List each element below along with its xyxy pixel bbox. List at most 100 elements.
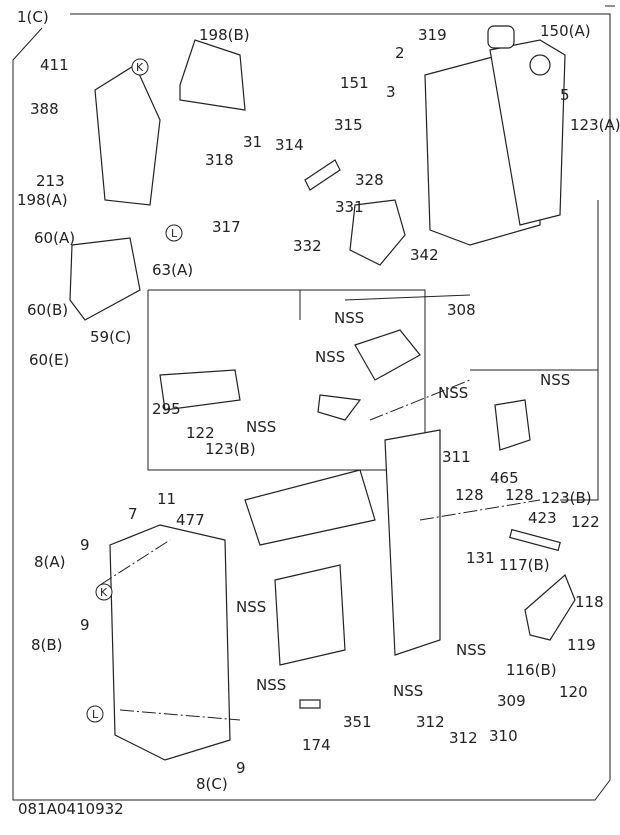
part-label: 9	[236, 759, 246, 777]
part-label: 8(C)	[196, 775, 228, 793]
part-label: 314	[275, 136, 304, 154]
part-label: 318	[205, 151, 234, 169]
spring-314	[304, 159, 341, 191]
harness-308	[354, 329, 421, 381]
part-label: 411	[40, 56, 69, 74]
part-label: 131	[466, 549, 495, 567]
part-label: 31	[243, 133, 262, 151]
bolt-174	[299, 699, 321, 709]
fitting-319	[487, 25, 515, 49]
parts	[69, 25, 576, 761]
callout-k-top: K	[131, 58, 149, 76]
part-label: 423	[528, 509, 557, 527]
part-label: NSS	[236, 598, 266, 616]
part-label: 116(B)	[506, 661, 557, 679]
svg-text:L: L	[171, 227, 178, 240]
part-label: 198(A)	[17, 191, 68, 209]
part-label: 311	[442, 448, 471, 466]
part-label: NSS	[246, 418, 276, 436]
part-label: NSS	[540, 371, 570, 389]
part-label: 120	[559, 683, 588, 701]
plate-gasket	[384, 429, 441, 656]
gasket-5	[489, 39, 566, 226]
part-label: 123(B)	[541, 489, 592, 507]
part-label: NSS	[315, 348, 345, 366]
part-label: 465	[490, 469, 519, 487]
part-label: 128	[505, 486, 534, 504]
part-label: 11	[157, 490, 176, 508]
diagram-id: 081A0410932	[18, 800, 124, 818]
part-label: 8(B)	[31, 636, 63, 654]
part-label: 8(A)	[34, 553, 66, 571]
part-label: 332	[293, 237, 322, 255]
part-label: 63(A)	[152, 261, 193, 279]
part-label: 388	[30, 100, 59, 118]
part-label: 9	[80, 536, 90, 554]
svg-text:K: K	[100, 586, 108, 599]
part-label: 60(A)	[34, 229, 75, 247]
svg-text:K: K	[136, 61, 144, 74]
svg-text:L: L	[92, 708, 99, 721]
part-label: 315	[334, 116, 363, 134]
bracket-198b	[179, 39, 246, 111]
part-label: 7	[128, 505, 138, 523]
plug-150a	[529, 54, 551, 76]
part-label: NSS	[456, 641, 486, 659]
part-label: 198(B)	[199, 26, 250, 44]
part-label: 117(B)	[499, 556, 550, 574]
part-label: 342	[410, 246, 439, 264]
part-label: 319	[418, 26, 447, 44]
bracket-nss	[494, 399, 531, 451]
part-label: 312	[416, 713, 445, 731]
bracket-198a	[94, 64, 161, 206]
part-label: 309	[497, 692, 526, 710]
part-label: NSS	[438, 384, 468, 402]
part-label: NSS	[256, 676, 286, 694]
part-label: 60(B)	[27, 301, 68, 319]
part-label: 59(C)	[90, 328, 131, 346]
lever-116b	[524, 573, 576, 641]
part-label: 123(B)	[205, 440, 256, 458]
part-label: 1(C)	[17, 8, 49, 26]
cover-63a	[69, 237, 141, 321]
part-label: 118	[575, 593, 604, 611]
part-label: 2	[395, 44, 405, 62]
callout-l-bottom: L	[86, 705, 104, 723]
part-label: 310	[489, 727, 518, 745]
sensor-body	[317, 394, 362, 421]
part-label: 3	[386, 83, 396, 101]
part-label: 128	[455, 486, 484, 504]
actuator-board	[244, 469, 376, 546]
part-labels: 1(C) 198(B) 319 150(A) 411 2 5 151 3 123…	[17, 8, 620, 793]
solenoid	[274, 564, 346, 666]
part-label: 351	[343, 713, 372, 731]
part-label: 150(A)	[540, 22, 591, 40]
part-label: 295	[152, 400, 181, 418]
part-label: 174	[302, 736, 331, 754]
part-label: NSS	[334, 309, 364, 327]
callout-k-bottom: K	[95, 583, 113, 601]
connector	[159, 369, 241, 411]
part-label: 5	[560, 86, 570, 104]
part-label: 122	[186, 424, 215, 442]
part-label: 122	[571, 513, 600, 531]
part-label: 317	[212, 218, 241, 236]
part-label: 213	[36, 172, 65, 190]
housing-7	[109, 524, 231, 761]
part-label: 123(A)	[570, 116, 620, 134]
rotor-331	[349, 199, 406, 266]
part-label: 9	[80, 616, 90, 634]
part-label: 328	[355, 171, 384, 189]
callout-l-top: L	[165, 224, 183, 242]
part-label: 312	[449, 729, 478, 747]
part-label: 477	[176, 511, 205, 529]
leader-lines	[99, 294, 541, 721]
part-label: NSS	[393, 682, 423, 700]
part-label: 60(E)	[29, 351, 69, 369]
part-label: 331	[335, 198, 364, 216]
part-label: 151	[340, 74, 369, 92]
part-label: 119	[567, 636, 596, 654]
shaft-423	[509, 528, 561, 552]
